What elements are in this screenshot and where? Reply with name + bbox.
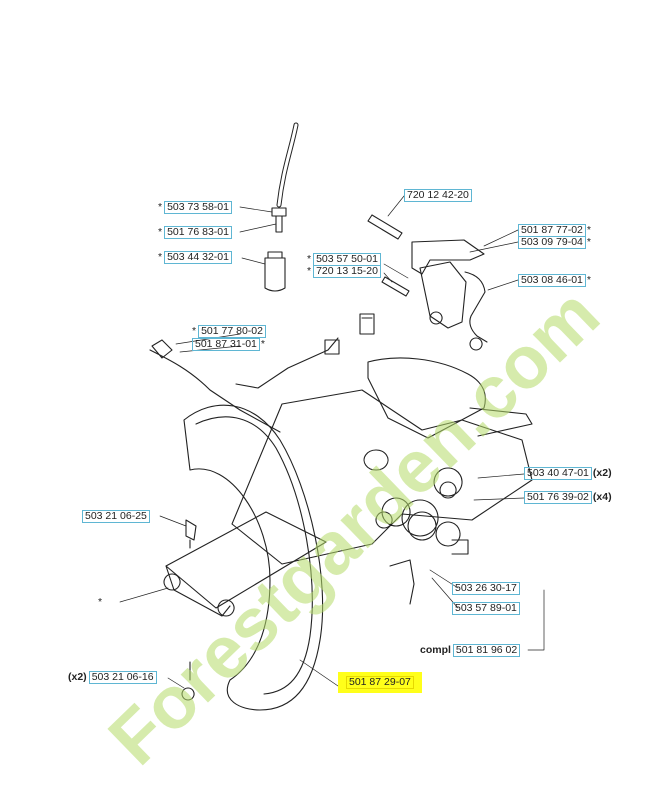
fuel-filter: [264, 251, 286, 292]
base-plate: [165, 511, 327, 617]
front-handle: [183, 404, 324, 711]
label-501-87-29-07: 501 87 29-07: [338, 672, 422, 693]
label-503-21-06-16: (x2)503 21 06-16: [68, 671, 157, 684]
label-503-40-47-01: 503 40 47-01(x2): [524, 467, 612, 480]
screw-bottom: [181, 661, 195, 701]
tank-housing: [231, 389, 533, 565]
label-720-12-42-20: 720 12 42-20: [404, 189, 472, 202]
plug: [435, 521, 469, 555]
label-501-77-80-02: *501 77 80-02: [192, 325, 266, 338]
label-720-13-15-20: *720 13 15-20: [307, 265, 381, 278]
star-label: *: [98, 596, 103, 608]
rubber-buffer: [433, 467, 463, 499]
label-503-44-32-01: *503 44 32-01: [158, 251, 232, 264]
throttle-rod: [149, 339, 281, 433]
hose-connector: [271, 207, 287, 233]
label-503-73-58-01: *503 73 58-01: [158, 201, 232, 214]
spring-ring: [401, 499, 439, 541]
label-503-08-46-01: 503 08 46-01*: [518, 274, 591, 287]
screw-top: [185, 519, 197, 549]
rear-handle: [367, 357, 486, 439]
throttle-lever: [411, 239, 485, 275]
leader-lines: [119, 195, 545, 689]
lever-body: [419, 261, 467, 329]
clip: [359, 313, 375, 335]
label-503-21-06-25: 503 21 06-25: [82, 510, 150, 523]
label-501-87-31-01: 501 87 31-01*: [192, 338, 265, 351]
label-501-76-39-02: 501 76 39-02(x4): [524, 491, 612, 504]
pin-lower: [381, 276, 410, 297]
label-503-57-89-01: 503 57 89-01: [452, 602, 520, 615]
pin-top: [367, 214, 403, 240]
label-501-76-83-01: *501 76 83-01: [158, 226, 232, 239]
label-503-09-79-04: 503 09 79-04*: [518, 236, 591, 249]
label-503-26-30-17: 503 26 30-17: [452, 582, 520, 595]
